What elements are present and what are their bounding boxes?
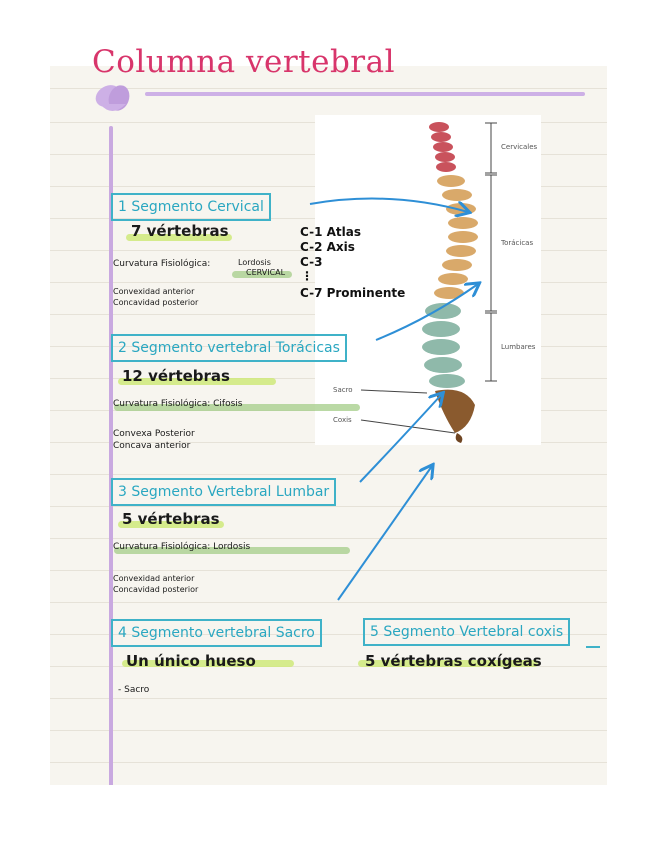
arrow-thoracic [376,284,478,340]
arrow-sacro [338,466,432,600]
arrow-cervical [310,199,468,212]
